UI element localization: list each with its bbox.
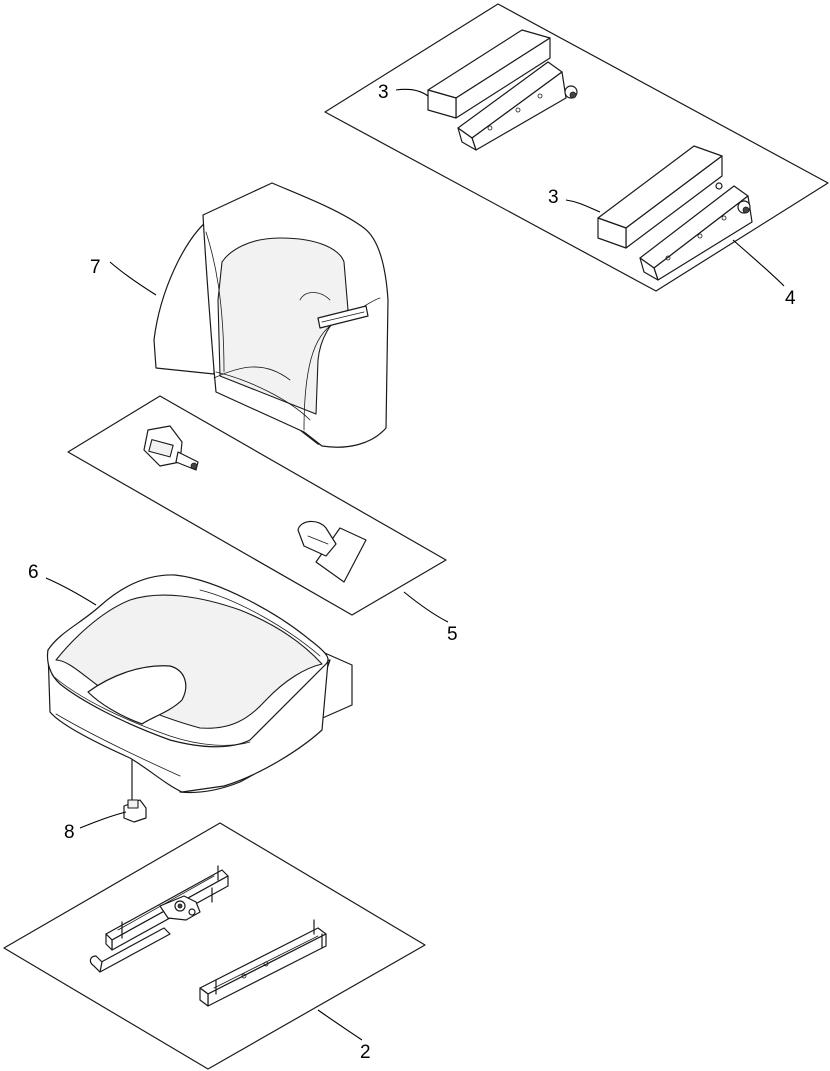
seat-cushion (46, 574, 353, 801)
callout-3-lower: 3 (548, 187, 559, 208)
seat-belt-buckle (143, 425, 199, 471)
leader-7 (109, 261, 157, 296)
leader-3b (565, 199, 601, 213)
seat-rail (199, 919, 327, 1007)
seat-back (153, 182, 389, 448)
callout-6: 6 (28, 562, 39, 583)
leader-3a (395, 88, 429, 97)
callout-4: 4 (785, 288, 796, 309)
callout-5: 5 (447, 624, 458, 645)
callout-7: 7 (90, 257, 101, 278)
leader-5 (403, 591, 449, 623)
leader-8 (79, 811, 127, 829)
seat-rails-panel (3, 822, 426, 1070)
armrest-lower (597, 145, 753, 281)
leader-4 (732, 239, 785, 287)
seat-rail-with-lever (89, 865, 229, 973)
callout-2: 2 (360, 1042, 371, 1063)
seat-belt-panel (67, 395, 447, 616)
armrest-kit-panel (324, 3, 829, 292)
seat-belt-latch (297, 520, 367, 583)
callout-3-upper: 3 (378, 82, 389, 103)
callout-8: 8 (64, 822, 75, 843)
seat-switch (123, 799, 147, 823)
armrest-upper (427, 29, 578, 151)
leader-6 (45, 577, 97, 606)
leader-lines (45, 88, 785, 1041)
callouts: 3 3 4 7 5 6 8 2 (28, 82, 796, 1063)
leader-2 (317, 1009, 363, 1041)
